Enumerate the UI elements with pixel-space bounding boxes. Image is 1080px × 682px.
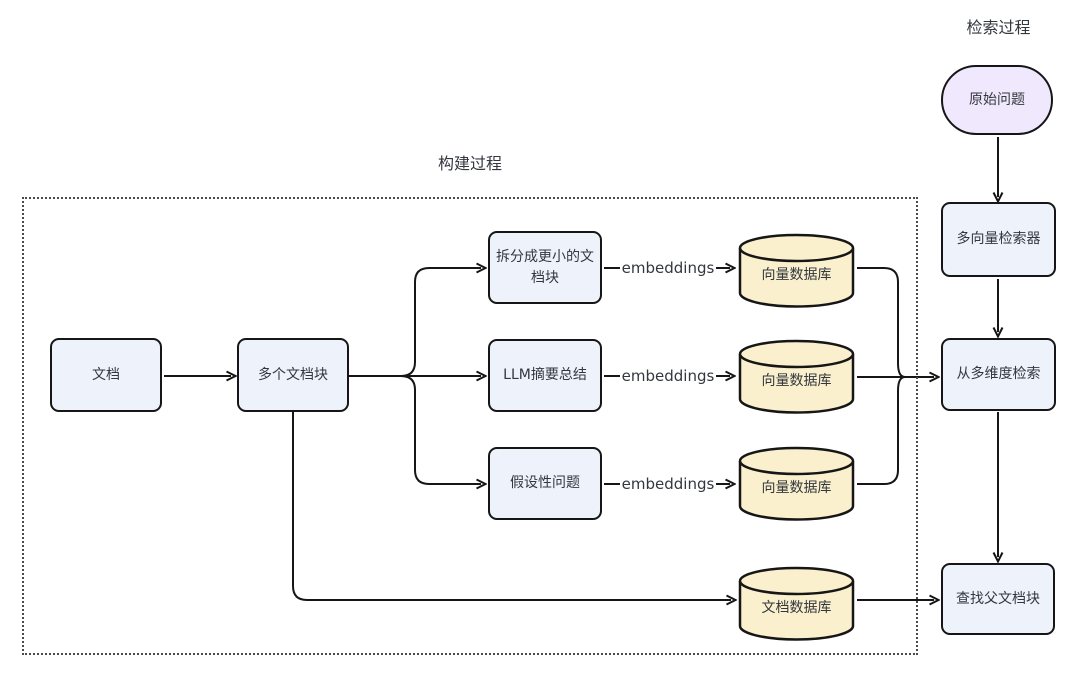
build-process-title: 构建过程 bbox=[437, 154, 502, 173]
node-original-question: 原始问题 bbox=[941, 65, 1053, 135]
cylinder-vector-db-1: 向量数据库 bbox=[738, 233, 855, 308]
cylinder-label: 向量数据库 bbox=[761, 480, 832, 496]
database-cylinder-icon bbox=[738, 566, 855, 641]
edge-label-embeddings-1: embeddings bbox=[621, 259, 715, 277]
cylinder-label: 向量数据库 bbox=[761, 373, 832, 389]
database-cylinder-icon bbox=[738, 339, 855, 414]
edge-chunks-to-hypothetical bbox=[348, 375, 481, 484]
cylinder-vector-db-2: 向量数据库 bbox=[738, 339, 855, 414]
retrieval-process-title: 检索过程 bbox=[966, 18, 1031, 37]
edge-vdb3-merge bbox=[857, 376, 906, 485]
cylinder-label: 文档数据库 bbox=[761, 600, 832, 616]
edge-vdb1-merge bbox=[857, 267, 906, 378]
node-document: 文档 bbox=[50, 338, 162, 412]
node-multi-vector-retriever: 多向量检索器 bbox=[941, 202, 1056, 277]
edge-label-embeddings-3: embeddings bbox=[621, 475, 715, 493]
edge-chunks-to-docdb bbox=[292, 412, 731, 600]
node-multi-dimension-retrieve: 从多维度检索 bbox=[941, 338, 1056, 411]
cylinder-vector-db-3: 向量数据库 bbox=[738, 446, 855, 521]
cylinder-label: 向量数据库 bbox=[761, 267, 832, 283]
build-process-frame bbox=[22, 197, 918, 655]
edge-label-embeddings-2: embeddings bbox=[621, 367, 715, 385]
database-cylinder-icon bbox=[738, 233, 855, 308]
node-find-parent-chunks: 查找父文档块 bbox=[941, 563, 1055, 635]
node-hypothetical-question: 假设性问题 bbox=[488, 447, 602, 520]
node-llm-summary: LLM摘要总结 bbox=[488, 339, 602, 412]
node-chunks: 多个文档块 bbox=[237, 338, 349, 412]
database-cylinder-icon bbox=[738, 446, 855, 521]
node-split-smaller: 拆分成更小的文档块 bbox=[488, 231, 602, 304]
cylinder-doc-db: 文档数据库 bbox=[738, 566, 855, 641]
